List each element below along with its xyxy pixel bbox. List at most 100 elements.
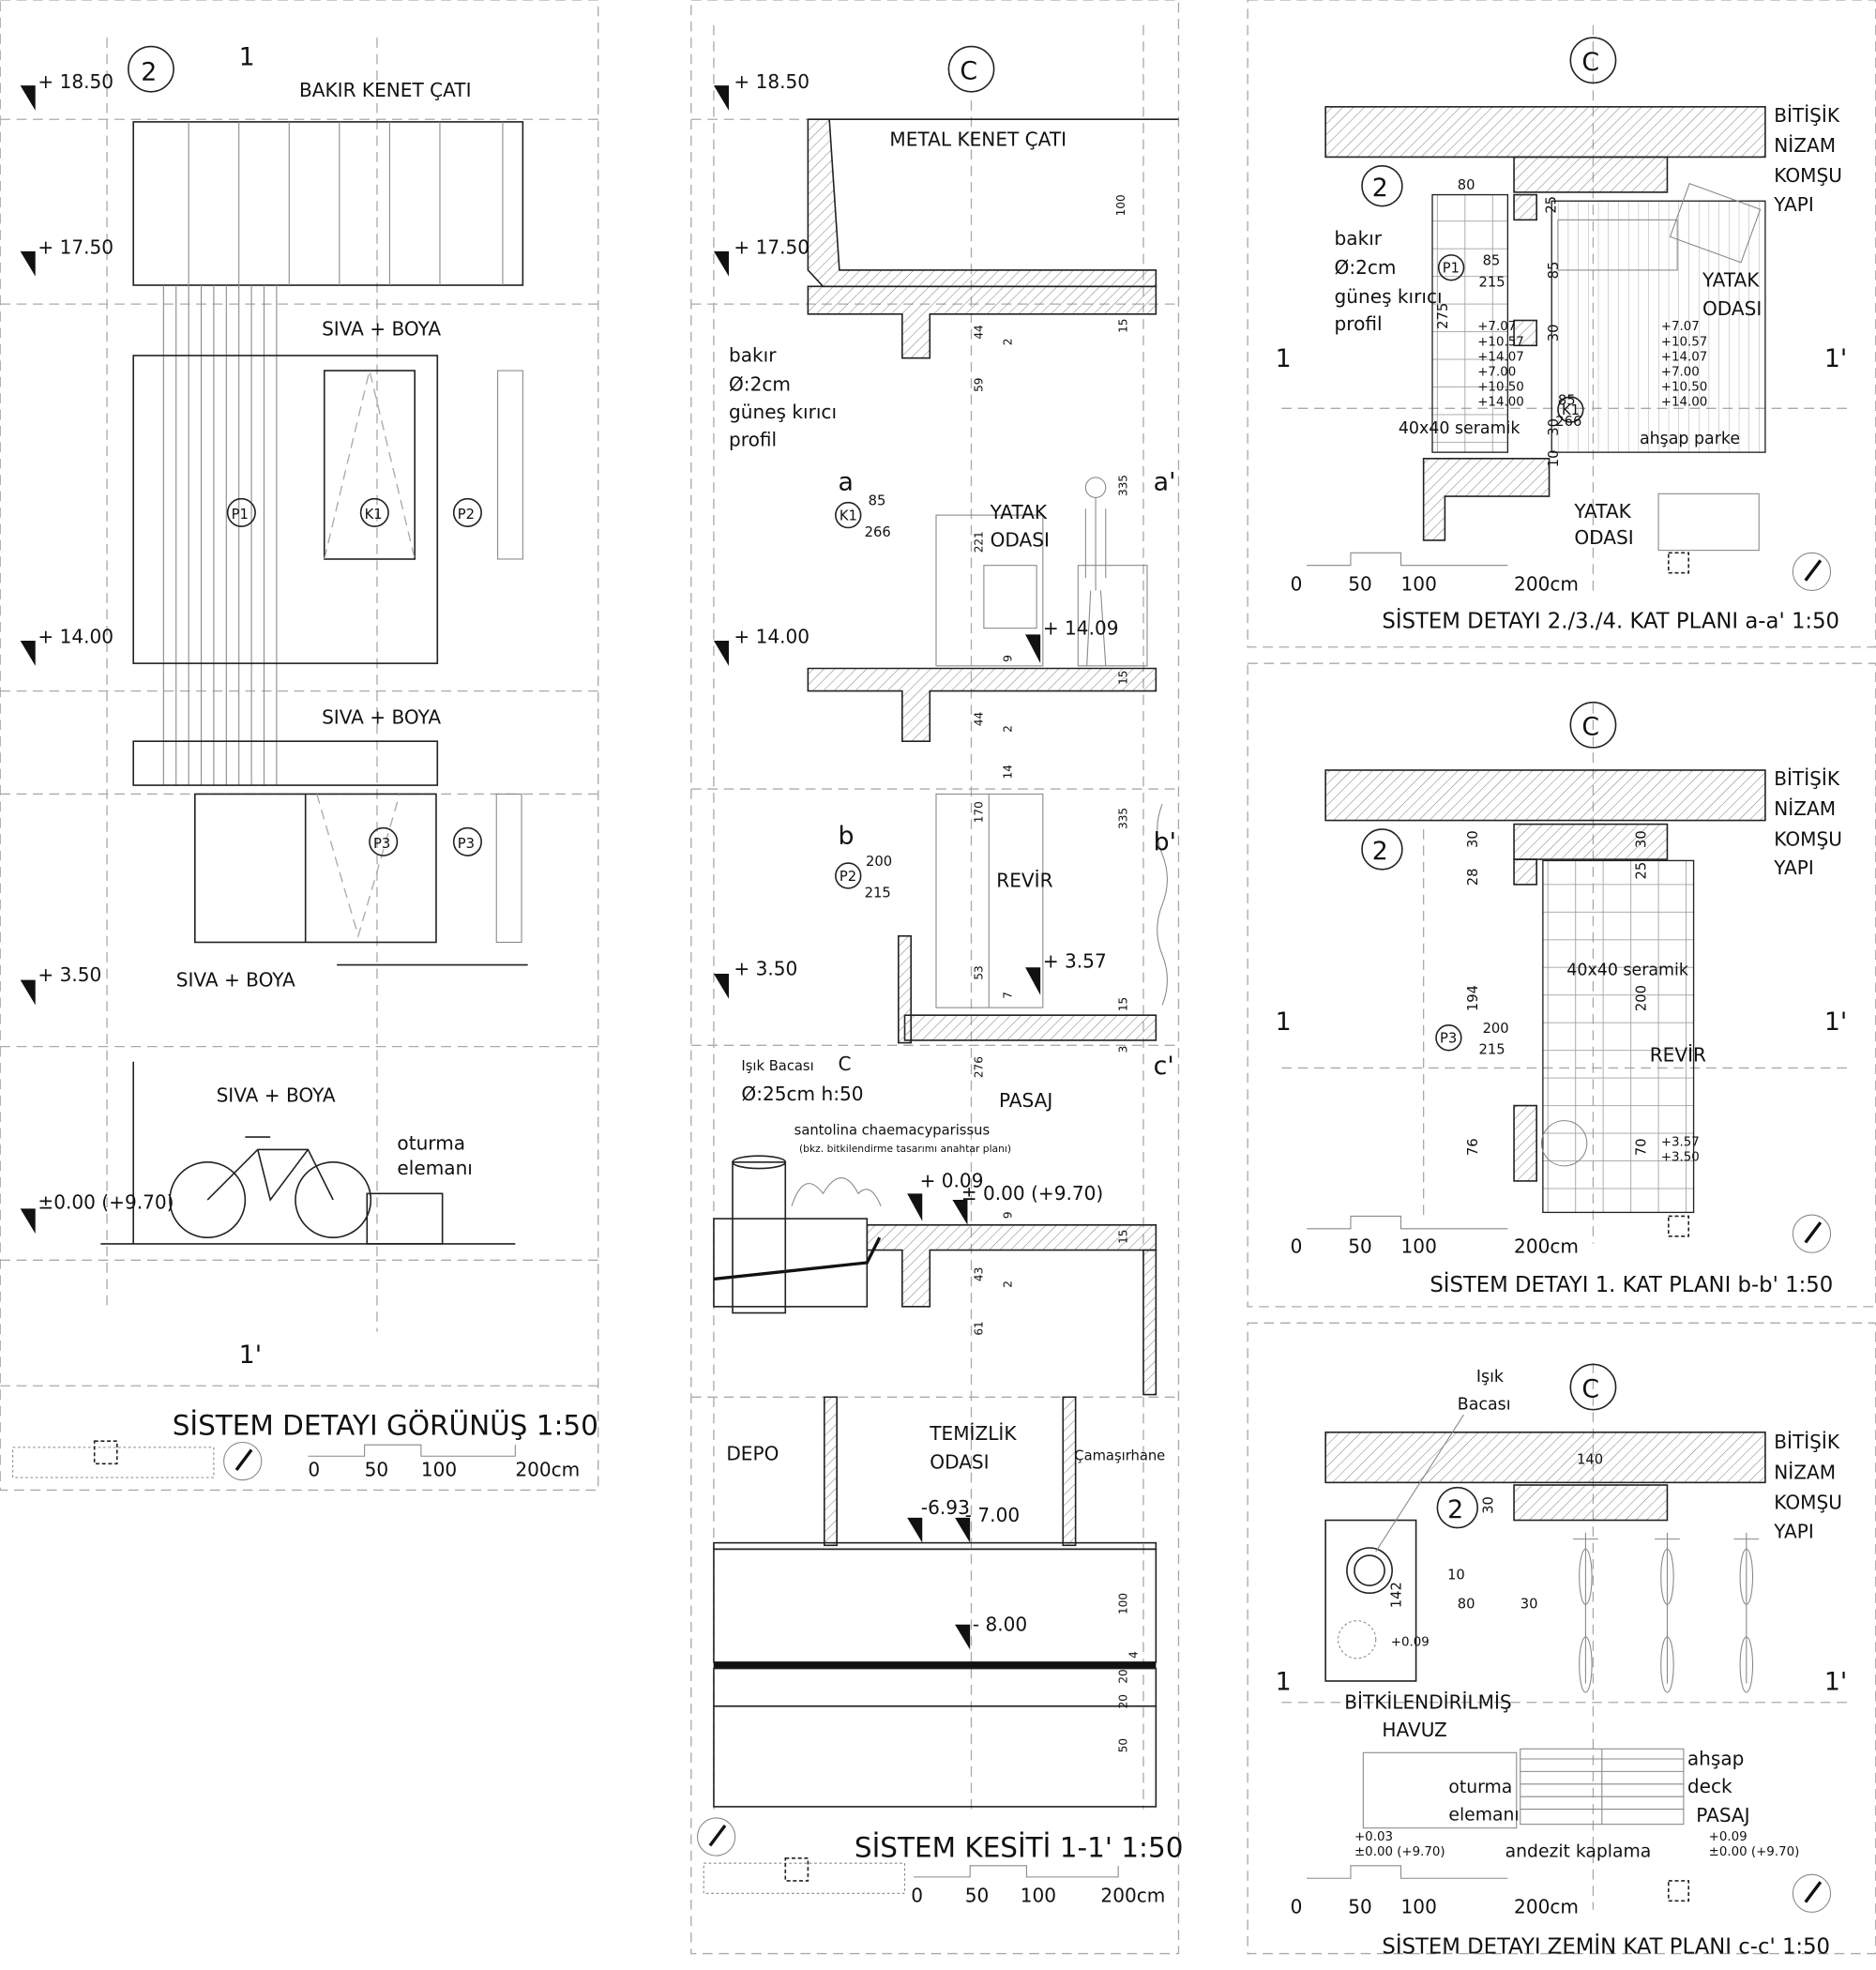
svg-text:BİTİŞİK: BİTİŞİK bbox=[1774, 104, 1840, 127]
svg-text:200cm: 200cm bbox=[515, 1459, 580, 1481]
svg-text:+7.07: +7.07 bbox=[1477, 320, 1516, 334]
svg-text:+ 17.50: + 17.50 bbox=[734, 236, 809, 259]
svg-text:61: 61 bbox=[973, 1321, 986, 1335]
svg-text:142: 142 bbox=[1389, 1582, 1405, 1608]
svg-text:YATAK: YATAK bbox=[1702, 268, 1760, 291]
svg-text:+0.03: +0.03 bbox=[1354, 1830, 1393, 1844]
svg-text:+14.07: +14.07 bbox=[1661, 350, 1708, 364]
svg-text:0: 0 bbox=[308, 1459, 320, 1481]
drawing-title: SİSTEM KESİTİ 1-1' 1:50 bbox=[855, 1830, 1184, 1863]
svg-text:elemanı: elemanı bbox=[1448, 1806, 1519, 1826]
svg-text:C: C bbox=[839, 1053, 852, 1075]
svg-text:200: 200 bbox=[1634, 985, 1650, 1011]
grid-axis-label: 1 bbox=[239, 43, 255, 72]
svg-text:andezit kaplama: andezit kaplama bbox=[1505, 1841, 1652, 1861]
svg-text:44: 44 bbox=[973, 712, 986, 726]
svg-text:K1: K1 bbox=[1562, 402, 1580, 418]
svg-text:59: 59 bbox=[973, 378, 986, 392]
svg-text:50: 50 bbox=[1348, 1896, 1372, 1918]
level-label: + 3.50 bbox=[38, 963, 101, 986]
svg-text:Bacası: Bacası bbox=[1458, 1396, 1511, 1415]
svg-text:2: 2 bbox=[1001, 1280, 1014, 1288]
svg-text:170: 170 bbox=[973, 801, 986, 823]
svg-text:43: 43 bbox=[973, 1267, 986, 1281]
svg-text:53: 53 bbox=[973, 965, 986, 979]
svg-text:7: 7 bbox=[1001, 992, 1014, 999]
svg-text:40x40 seramik: 40x40 seramik bbox=[1399, 419, 1521, 438]
svg-text:METAL KENET ÇATI: METAL KENET ÇATI bbox=[889, 128, 1067, 150]
svg-text:-6.93: -6.93 bbox=[921, 1496, 970, 1519]
svg-text:200cm: 200cm bbox=[1514, 1896, 1579, 1918]
svg-text:30: 30 bbox=[1480, 1496, 1496, 1514]
material-label: SIVA + BOYA bbox=[322, 705, 441, 728]
svg-text:0: 0 bbox=[911, 1885, 923, 1907]
svg-text:50: 50 bbox=[1348, 572, 1372, 595]
elevation-panel: + 18.50 + 17.50 + 14.00 + 3.50 ±0.00 (+9… bbox=[0, 0, 599, 1492]
svg-text:C: C bbox=[1581, 712, 1599, 741]
grid-axis-label: C bbox=[960, 56, 977, 85]
svg-text:2: 2 bbox=[1001, 725, 1014, 733]
svg-text:K1: K1 bbox=[840, 508, 857, 523]
svg-text:20: 20 bbox=[1117, 1669, 1130, 1683]
svg-text:25: 25 bbox=[1543, 196, 1559, 214]
svg-text:44: 44 bbox=[973, 325, 986, 339]
seat-label: oturma bbox=[397, 1131, 465, 1154]
svg-text:a': a' bbox=[1154, 467, 1176, 496]
svg-text:+ 18.50: + 18.50 bbox=[734, 70, 809, 93]
svg-text:güneş kırıcı: güneş kırıcı bbox=[1335, 285, 1443, 308]
svg-text:0: 0 bbox=[1291, 1235, 1303, 1257]
svg-text:a: a bbox=[839, 467, 854, 496]
svg-text:C: C bbox=[1581, 48, 1599, 77]
svg-text:2: 2 bbox=[1372, 174, 1388, 203]
svg-text:3: 3 bbox=[1117, 1046, 1130, 1053]
svg-text:- 7.00: - 7.00 bbox=[965, 1504, 1020, 1526]
svg-text:ODASI: ODASI bbox=[1574, 526, 1633, 549]
svg-text:C: C bbox=[1581, 1374, 1599, 1403]
svg-text:REVİR: REVİR bbox=[1650, 1044, 1706, 1067]
svg-text:20: 20 bbox=[1117, 1694, 1130, 1708]
svg-text:P2: P2 bbox=[458, 507, 475, 523]
svg-text:TEMİZLİK: TEMİZLİK bbox=[929, 1422, 1017, 1445]
svg-text:9: 9 bbox=[1001, 1211, 1014, 1219]
svg-text:PASAJ: PASAJ bbox=[999, 1089, 1052, 1112]
svg-text:10: 10 bbox=[1447, 1567, 1465, 1583]
svg-text:30: 30 bbox=[1546, 325, 1562, 342]
svg-text:335: 335 bbox=[1117, 475, 1130, 496]
material-label: SIVA + BOYA bbox=[176, 968, 295, 991]
svg-text:profil: profil bbox=[729, 428, 777, 450]
svg-text:15: 15 bbox=[1117, 997, 1130, 1011]
svg-text:50: 50 bbox=[1348, 1235, 1372, 1257]
svg-text:c': c' bbox=[1154, 1052, 1174, 1081]
svg-text:YATAK: YATAK bbox=[1573, 500, 1631, 523]
svg-text:ahşap parke: ahşap parke bbox=[1640, 430, 1740, 448]
material-label: SIVA + BOYA bbox=[217, 1084, 336, 1107]
level-label: + 14.00 bbox=[38, 626, 113, 648]
key-plan bbox=[12, 1440, 215, 1478]
svg-text:+7.00: +7.00 bbox=[1661, 365, 1700, 379]
grid-axis-label: 1' bbox=[239, 1341, 262, 1370]
svg-text:ODASI: ODASI bbox=[930, 1451, 989, 1474]
section-labels: METAL KENET ÇATI bakır Ø:2cm güneş kırıc… bbox=[726, 128, 1176, 1473]
svg-text:30: 30 bbox=[1520, 1596, 1538, 1612]
svg-text:Çamaşırhane: Çamaşırhane bbox=[1074, 1447, 1165, 1463]
north-arrow-icon bbox=[1792, 552, 1832, 591]
svg-text:P1: P1 bbox=[232, 507, 249, 523]
north-arrow-icon bbox=[696, 1817, 736, 1856]
key-plan bbox=[1667, 1215, 1690, 1237]
svg-text:50: 50 bbox=[365, 1459, 389, 1481]
svg-text:- 8.00: - 8.00 bbox=[973, 1613, 1027, 1635]
material-label: SIVA + BOYA bbox=[322, 318, 441, 341]
svg-text:15: 15 bbox=[1117, 1230, 1130, 1244]
svg-text:(bkz. bitkilendirme tasarımı a: (bkz. bitkilendirme tasarımı anahtar pla… bbox=[799, 1143, 1011, 1155]
svg-text:100: 100 bbox=[1401, 572, 1437, 595]
svg-text:Işık: Işık bbox=[1476, 1368, 1505, 1387]
level-label: + 17.50 bbox=[38, 236, 113, 259]
svg-text:+7.07: +7.07 bbox=[1661, 320, 1700, 334]
svg-text:1: 1 bbox=[1276, 344, 1292, 373]
svg-text:+ 14.00: + 14.00 bbox=[734, 626, 809, 648]
svg-text:Ø:25cm h:50: Ø:25cm h:50 bbox=[741, 1083, 863, 1105]
drawing-title: SİSTEM DETAYI GÖRÜNÜŞ 1:50 bbox=[173, 1408, 598, 1441]
level-label: + 18.50 bbox=[38, 70, 113, 93]
svg-text:±0.00 (+9.70): ±0.00 (+9.70) bbox=[1709, 1845, 1800, 1859]
level-markers: + 18.50 + 17.50 + 14.00 + 3.50 bbox=[713, 70, 809, 999]
